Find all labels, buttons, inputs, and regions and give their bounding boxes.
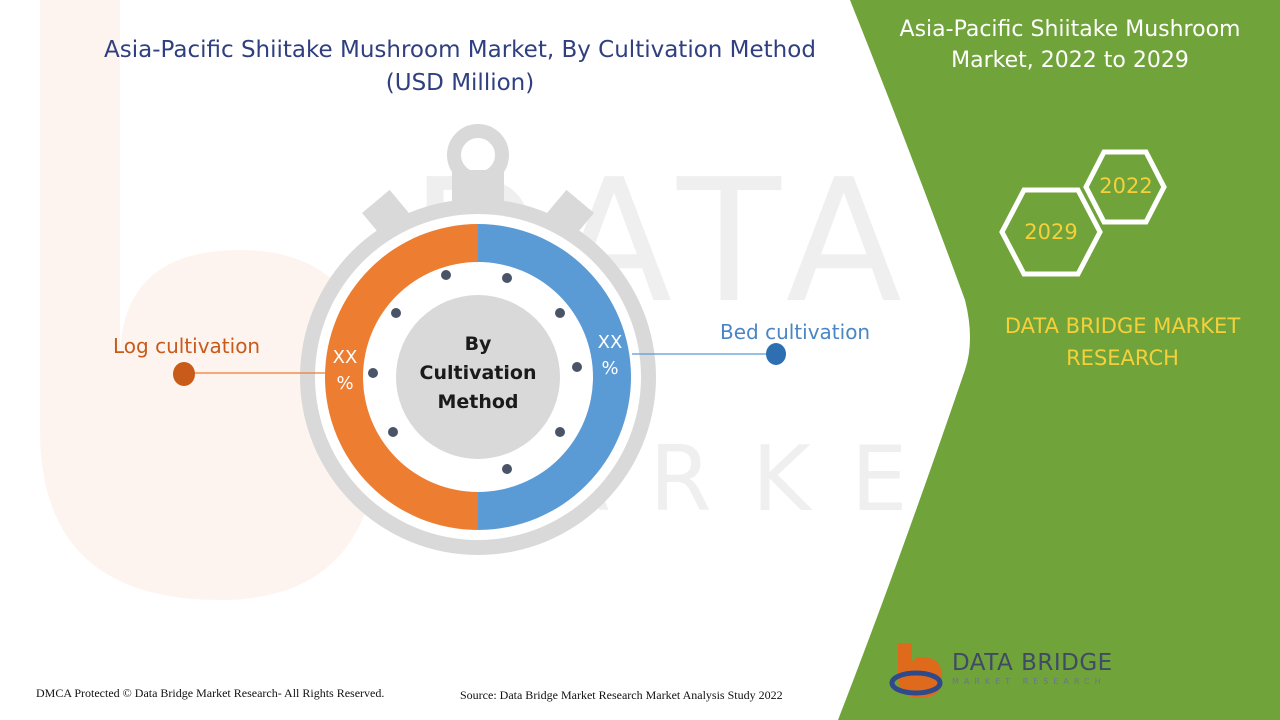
center-disc <box>396 295 560 459</box>
value-label-bed: XX% <box>590 330 630 382</box>
brand-line2: RESEARCH <box>1066 346 1179 370</box>
center-label-line: Method <box>437 391 519 413</box>
value-label-part: % <box>336 373 354 394</box>
side-panel-background <box>838 0 1280 720</box>
slice-bed-cultivation <box>478 224 631 530</box>
copyright-text: DMCA Protected © Data Bridge Market Rese… <box>36 686 385 700</box>
logo-tagline: MARKET RESEARCH <box>952 677 1106 686</box>
legend-log-cultivation: Log cultivation <box>113 334 261 358</box>
panel-title-line2: Market, 2022 to 2029 <box>951 48 1189 73</box>
marker-bed <box>766 343 786 365</box>
center-label-line: Cultivation <box>419 362 537 384</box>
panel-title: Asia-Pacific Shiitake Mushroom Market, 2… <box>890 14 1250 76</box>
hexagon-2029 <box>999 187 1103 277</box>
year-start-label: 2022 <box>1099 174 1153 198</box>
value-label-part: % <box>601 358 619 379</box>
logo-mark <box>889 643 943 698</box>
value-label-log: XX% <box>325 345 365 397</box>
chart-subtitle: (USD Million) <box>385 70 535 96</box>
legend-bed-cultivation: Bed cultivation <box>720 320 871 344</box>
brand-name: DATA BRIDGE MARKET RESEARCH <box>960 310 1280 374</box>
value-label-part: XX <box>332 347 358 368</box>
panel-title-line1: Asia-Pacific Shiitake Mushroom <box>899 17 1241 42</box>
slice-log-cultivation <box>325 224 478 530</box>
chart-title: Asia-Pacific Shiitake Mushroom Market, B… <box>90 34 830 100</box>
value-label-part: XX <box>597 332 623 353</box>
marker-log <box>173 362 195 386</box>
chart-title-line1: Asia-Pacific Shiitake Mushroom Market, B… <box>104 37 816 63</box>
dial-dots <box>368 270 582 474</box>
center-label-line: By <box>464 333 492 355</box>
source-text: Source: Data Bridge Market Research Mark… <box>460 688 783 702</box>
hexagon-2022 <box>1083 149 1167 225</box>
logo-name: DATA BRIDGE <box>952 650 1113 676</box>
year-end-label: 2029 <box>1024 220 1078 244</box>
brand-line1: DATA BRIDGE MARKET <box>1004 314 1241 338</box>
